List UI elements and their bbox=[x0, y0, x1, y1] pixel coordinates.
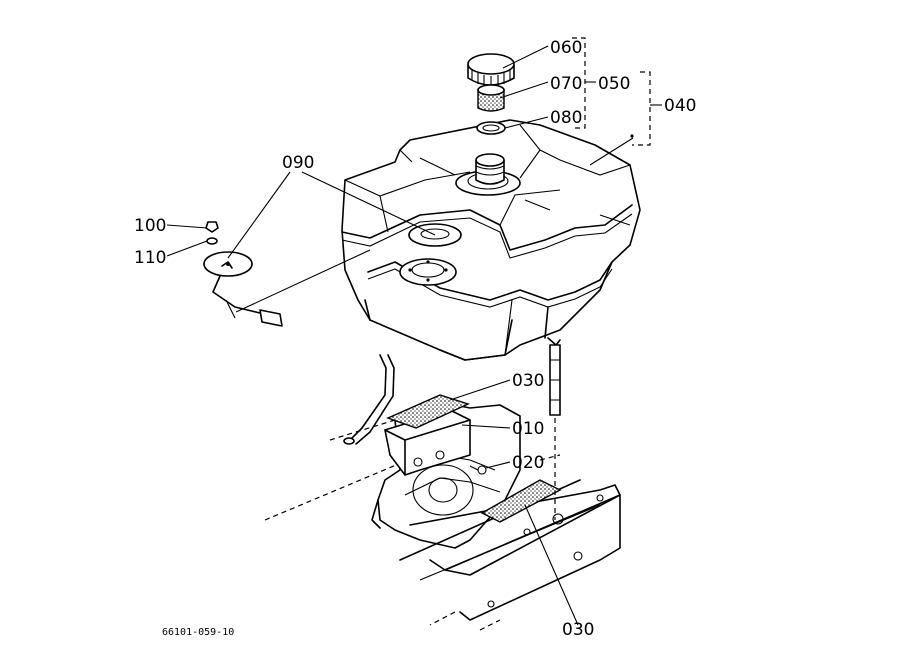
fuel-hose-left bbox=[343, 354, 395, 445]
drawing-code: 66101-059-10 bbox=[162, 627, 234, 638]
bolt bbox=[469, 465, 487, 475]
tank-bracket bbox=[384, 409, 471, 476]
callout-090: 090 bbox=[282, 153, 314, 173]
washer-110 bbox=[206, 237, 218, 245]
chassis-frame bbox=[264, 401, 621, 631]
callout-020: 020 bbox=[512, 453, 544, 473]
callout-110: 110 bbox=[134, 248, 166, 268]
callout-040: 040 bbox=[664, 96, 696, 116]
assembly-brackets bbox=[572, 37, 662, 146]
rubber-pad-top bbox=[386, 394, 470, 429]
callout-050: 050 bbox=[598, 74, 630, 94]
packing bbox=[476, 121, 506, 135]
callout-100: 100 bbox=[134, 216, 166, 236]
fuel-gauge-sender bbox=[203, 251, 283, 327]
fuel-hose-right bbox=[549, 344, 561, 520]
callout-labels: 060 070 050 040 080 090 100 110 030 010 … bbox=[134, 38, 696, 640]
strainer bbox=[477, 84, 505, 112]
callout-060: 060 bbox=[550, 38, 582, 58]
fuel-cap bbox=[467, 53, 515, 88]
callout-080: 080 bbox=[550, 108, 582, 128]
nut-100 bbox=[205, 221, 219, 233]
callout-030-top: 030 bbox=[512, 371, 544, 391]
leader-lines bbox=[166, 45, 634, 626]
rubber-pad-bottom bbox=[480, 479, 562, 523]
callout-070: 070 bbox=[550, 74, 582, 94]
callout-010: 010 bbox=[512, 419, 544, 439]
filler-neck bbox=[475, 153, 505, 185]
callout-030-bottom: 030 bbox=[562, 620, 594, 640]
